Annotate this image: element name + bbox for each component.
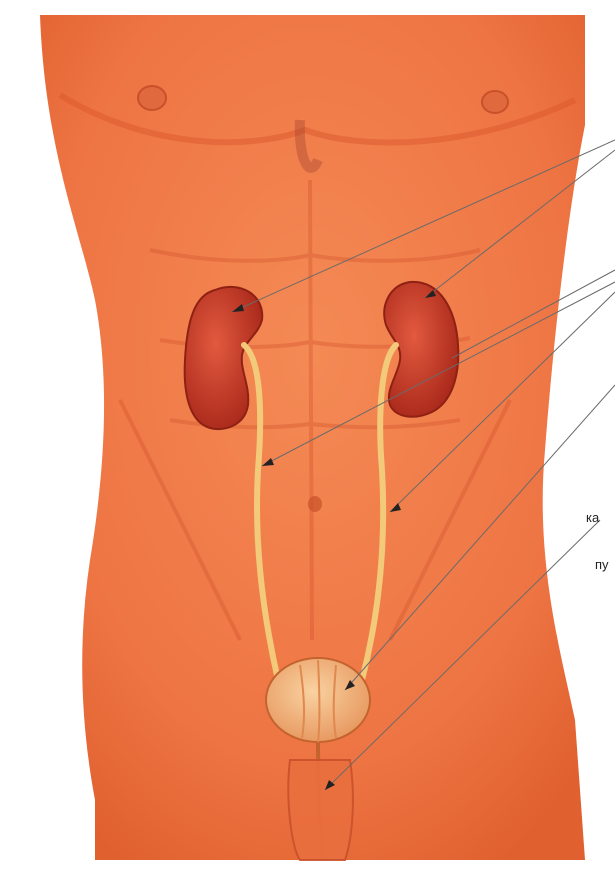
callout-label-2: пу — [595, 557, 609, 572]
left-nipple — [138, 86, 166, 110]
navel — [308, 496, 322, 512]
callout-label-1: ка — [586, 510, 599, 525]
genital-outline — [288, 760, 353, 860]
right-nipple — [482, 91, 508, 113]
